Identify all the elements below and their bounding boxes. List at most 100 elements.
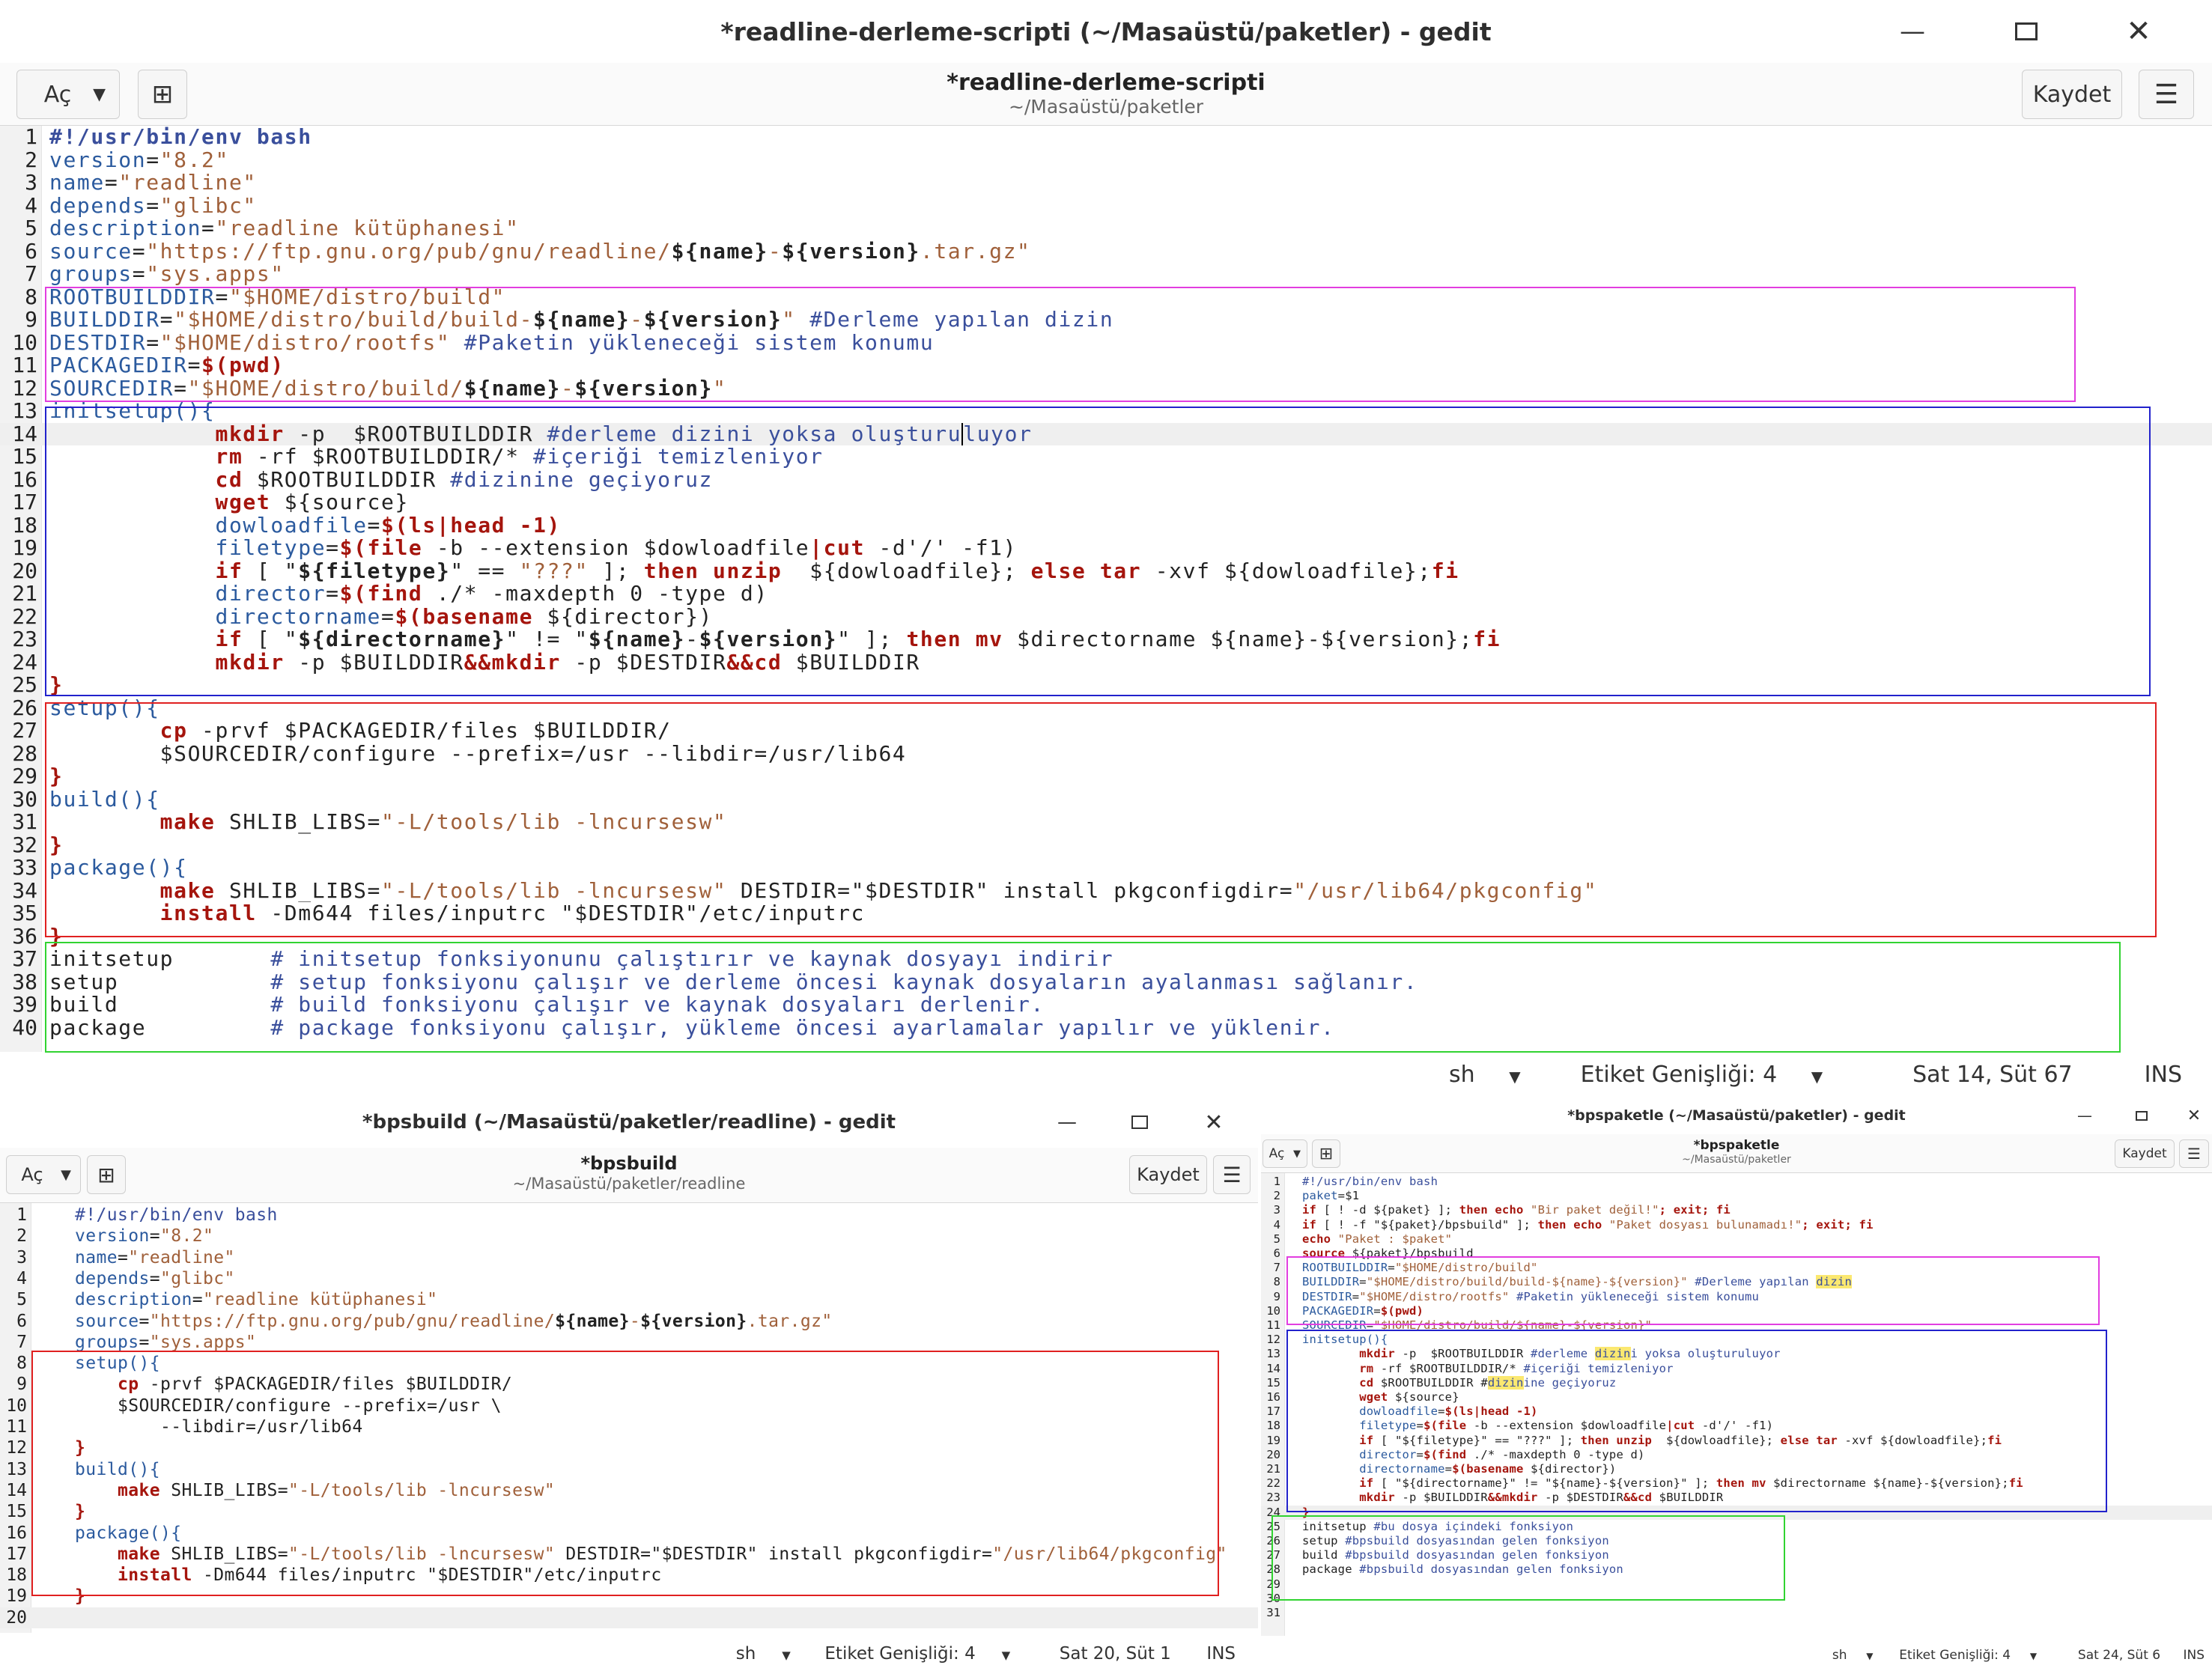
code-line[interactable]: 31 make SHLIB_LIBS="-L/tools/lib -lncurs… — [0, 811, 2212, 834]
maximize-icon[interactable] — [1121, 1097, 1158, 1148]
code-line[interactable]: 18 dowloadfile=$(ls|head -1) — [0, 514, 2212, 538]
close-icon[interactable]: ✕ — [2187, 1106, 2202, 1125]
code-line[interactable]: 27 cp -prvf $PACKAGEDIR/files $BUILDDIR/ — [0, 719, 2212, 743]
code-line[interactable]: 36} — [0, 925, 2212, 949]
code-line[interactable]: 20 if [ "${filetype}" == "???" ]; then u… — [0, 560, 2212, 583]
code-line[interactable]: 23 if [ "${directorname}" != "${name}-${… — [0, 628, 2212, 651]
code-line[interactable]: 28 $SOURCEDIR/configure --prefix=/usr --… — [0, 743, 2212, 766]
code-line[interactable]: 12} — [0, 1437, 1258, 1458]
new-tab-button[interactable]: ⊞ — [1312, 1139, 1340, 1168]
code-line[interactable]: 19} — [0, 1586, 1258, 1607]
code-line[interactable]: 17 make SHLIB_LIBS="-L/tools/lib -lncurs… — [0, 1544, 1258, 1565]
code-line[interactable]: 19 if [ "${filetype}" == "???" ]; then u… — [1261, 1434, 2212, 1448]
code-line[interactable]: 15} — [0, 1501, 1258, 1522]
save-button[interactable]: Kaydet — [2115, 1139, 2175, 1168]
code-line[interactable]: 24 mkdir -p $BUILDDIR&&mkdir -p $DESTDIR… — [0, 651, 2212, 675]
code-line[interactable]: 9 cp -prvf $PACKAGEDIR/files $BUILDDIR/ — [0, 1374, 1258, 1395]
menu-button[interactable]: ☰ — [1213, 1155, 1251, 1194]
code-line[interactable]: 18 install -Dm644 files/inputrc "$DESTDI… — [0, 1565, 1258, 1586]
code-line[interactable]: 19 filetype=$(file -b --extension $dowlo… — [0, 537, 2212, 560]
code-line[interactable]: 11 --libdir=/usr/lib64 — [0, 1416, 1258, 1437]
code-line[interactable]: 16 cd $ROOTBUILDDIR #dizinine geçiyoruz — [0, 469, 2212, 492]
new-tab-button[interactable]: ⊞ — [87, 1155, 126, 1194]
code-line[interactable]: 29} — [0, 765, 2212, 788]
code-line[interactable]: 22 if [ "${directorname}" != "${name}-${… — [1261, 1476, 2212, 1491]
close-icon[interactable]: ✕ — [1204, 1109, 1224, 1136]
save-button[interactable]: Kaydet — [2022, 70, 2122, 119]
code-line[interactable]: 16 wget ${source} — [1261, 1390, 2212, 1404]
code-line[interactable]: 20 — [0, 1607, 1258, 1628]
code-line[interactable]: 32} — [0, 834, 2212, 857]
code-line[interactable]: 17 dowloadfile=$(ls|head -1) — [1261, 1404, 2212, 1419]
code-line[interactable]: 15 cd $ROOTBUILDDIR #dizinine geçiyoruz — [1261, 1375, 2212, 1390]
code-line[interactable]: 29 — [1261, 1577, 2212, 1592]
code-line[interactable]: 1#!/usr/bin/env bash — [0, 1205, 1258, 1226]
maximize-icon[interactable] — [2004, 0, 2049, 63]
menu-button[interactable]: ☰ — [2179, 1139, 2209, 1168]
code-line[interactable]: 17 wget ${source} — [0, 491, 2212, 514]
minimize-icon[interactable]: — — [1900, 16, 1925, 46]
maximize-icon[interactable] — [2127, 1097, 2157, 1134]
open-button[interactable]: Aç ▼ — [1263, 1139, 1307, 1168]
code-line[interactable]: 34 make SHLIB_LIBS="-L/tools/lib -lncurs… — [0, 880, 2212, 903]
code-line[interactable]: 15 rm -rf $ROOTBUILDDIR/* #içeriği temiz… — [0, 445, 2212, 469]
language-selector[interactable]: sh ▼ — [1449, 1061, 1521, 1088]
code-line[interactable]: 30 — [1261, 1592, 2212, 1606]
save-button[interactable]: Kaydet — [1129, 1155, 1207, 1194]
menu-button[interactable]: ☰ — [2139, 70, 2194, 119]
code-line[interactable]: 31 — [1261, 1606, 2212, 1620]
minimize-icon[interactable]: — — [1057, 1111, 1077, 1133]
code-line[interactable]: 21 directorname=$(basename ${director}) — [1261, 1462, 2212, 1476]
code-line[interactable]: 20 director=$(find ./* -maxdepth 0 -type… — [1261, 1448, 2212, 1462]
code-line[interactable]: 35 install -Dm644 files/inputrc "$DESTDI… — [0, 902, 2212, 925]
code-line[interactable]: 23 mkdir -p $BUILDDIR&&mkdir -p $DESTDIR… — [1261, 1491, 2212, 1505]
code-line[interactable]: 14 make SHLIB_LIBS="-L/tools/lib -lncurs… — [0, 1480, 1258, 1501]
open-button[interactable]: Aç ▼ — [6, 1155, 81, 1194]
code-line[interactable]: 18 filetype=$(file -b --extension $dowlo… — [1261, 1419, 2212, 1433]
code-line[interactable]: 10 $SOURCEDIR/configure --prefix=/usr \ — [0, 1395, 1258, 1416]
open-button[interactable]: Aç ▼ — [16, 70, 120, 119]
tab-width-selector[interactable]: Etiket Genişliği: 4 ▼ — [1580, 1061, 1823, 1088]
code-line[interactable]: 25} — [0, 674, 2212, 697]
